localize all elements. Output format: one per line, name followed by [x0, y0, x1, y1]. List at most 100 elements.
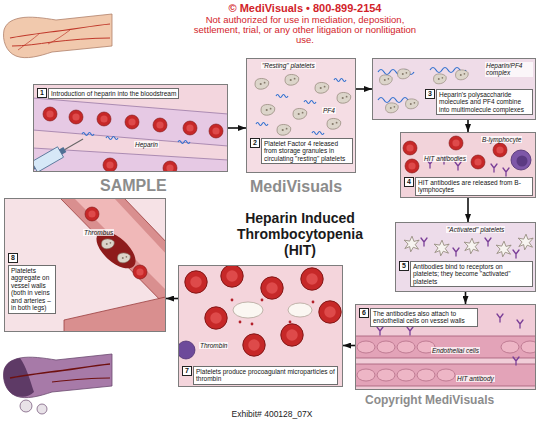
step-panel: 4HIT antibodies are released from B-lymp…	[400, 132, 536, 198]
endothelial-cell	[377, 341, 395, 353]
vessel-wall	[60, 198, 166, 310]
step-number: 7	[182, 366, 192, 376]
leg-outline	[4, 354, 113, 398]
panel-ground	[246, 58, 356, 173]
antibody	[485, 238, 491, 246]
pf4-molecule	[276, 95, 288, 98]
step-panel: 5Antibodies bind to receptors on platele…	[395, 222, 536, 292]
part-label: "Resting" platelets	[261, 62, 316, 69]
antibody	[455, 162, 461, 170]
antibody	[517, 320, 523, 328]
watermark: SAMPLE	[100, 177, 167, 195]
usage-notice: Not authorized for use in mediation, dep…	[190, 15, 420, 45]
flow-arrow	[465, 292, 467, 304]
vein	[12, 38, 110, 46]
step-panel: 7Platelets produce procoagulant micropar…	[178, 265, 343, 387]
discolored-foot	[4, 358, 35, 397]
endothelial-cell	[501, 341, 519, 353]
vessel-wall	[355, 336, 536, 358]
red-blood-cell	[493, 143, 507, 157]
watermark: MediVisuals	[250, 178, 342, 196]
panel-art	[246, 58, 356, 173]
thrombin-particle	[231, 299, 234, 302]
red-blood-cell	[153, 118, 167, 132]
antibody	[513, 250, 519, 258]
step-caption: HIT antibodies are released from B-lymph…	[415, 177, 533, 196]
syringe-needle	[65, 139, 83, 150]
platelet	[398, 69, 411, 79]
red-blood-cell	[449, 136, 463, 150]
step-number: 5	[399, 261, 409, 271]
red-blood-cell	[125, 115, 139, 129]
red-blood-cell	[221, 265, 243, 287]
panel-art	[33, 84, 228, 172]
flow-arrow	[467, 198, 469, 222]
flow-arrow	[166, 298, 178, 300]
panel-art	[178, 265, 343, 387]
part-label: HIT antibody	[456, 375, 495, 382]
thrombin-particle	[312, 301, 315, 304]
step-panel: 3Heparin's polysaccharide molecules and …	[372, 58, 536, 120]
part-label: B-lymphocyte	[481, 136, 522, 143]
step-caption: The antibodies also attach to endothelia…	[370, 308, 478, 327]
endothelial-cell	[521, 341, 536, 353]
part-label: Heparin/PF4 complex	[485, 62, 533, 77]
detail-circle	[37, 404, 47, 414]
step-caption: Platelets aggregate on vessel walls (bot…	[8, 265, 56, 314]
step-caption: Platelet Factor 4 released from storage …	[261, 138, 353, 164]
red-blood-cell	[471, 155, 485, 169]
step-panel: 1Introduction of heparin into the bloods…	[33, 84, 228, 172]
white-blood-cell	[178, 341, 195, 359]
vein	[10, 364, 110, 378]
syringe	[33, 134, 86, 172]
leg-illustration	[4, 14, 113, 58]
antibody	[513, 357, 519, 365]
red-blood-cell	[405, 159, 419, 173]
activated-platelet	[518, 234, 533, 250]
leg-illustration	[4, 354, 113, 414]
endothelial-cell	[417, 369, 435, 381]
red-blood-cell	[205, 307, 227, 329]
red-blood-cell	[69, 110, 83, 124]
red-blood-cell	[243, 334, 265, 356]
platelet	[434, 74, 447, 84]
heparin-chain	[378, 98, 408, 103]
vessel-lumen	[74, 198, 166, 294]
step-panel: 2Platelet Factor 4 released from storage…	[246, 58, 356, 173]
red-blood-cell	[103, 158, 117, 172]
red-blood-cell	[261, 277, 283, 299]
step-panel: 6The antibodies also attach to endotheli…	[355, 304, 536, 390]
platelet	[285, 74, 299, 85]
endothelial-cell	[357, 369, 375, 381]
blood-vessel	[33, 98, 228, 146]
antibody	[407, 327, 413, 335]
activated-platelet	[464, 238, 479, 254]
platelet-cluster	[233, 302, 263, 318]
panel-art	[395, 222, 536, 292]
red-blood-cell	[133, 265, 147, 279]
b-lymphocyte	[511, 150, 531, 170]
platelet	[406, 99, 419, 109]
thrombin-particle	[251, 323, 254, 326]
copyright-notice: © MediVisuals • 800-899-2154	[190, 2, 420, 15]
platelet	[118, 253, 131, 263]
flow-arrow	[228, 127, 246, 129]
thrombin-particle	[239, 321, 242, 324]
endothelial-cell	[377, 369, 395, 381]
red-blood-cell	[281, 324, 303, 346]
part-label: Thrombus	[83, 229, 114, 236]
heparin-molecule	[82, 133, 94, 136]
antibody	[503, 168, 509, 176]
leg-outline	[4, 14, 113, 58]
antibody	[497, 314, 503, 322]
endothelial-cell	[437, 369, 455, 381]
platelet	[386, 103, 399, 113]
activated-platelet	[404, 236, 419, 252]
platelet	[102, 239, 115, 249]
vessel-wall	[355, 364, 536, 386]
thrombin-particle	[289, 321, 292, 324]
endothelial-cell	[397, 369, 415, 381]
vein	[18, 30, 70, 50]
detail-circle	[20, 400, 32, 412]
part-label: Thrombin	[199, 342, 228, 349]
